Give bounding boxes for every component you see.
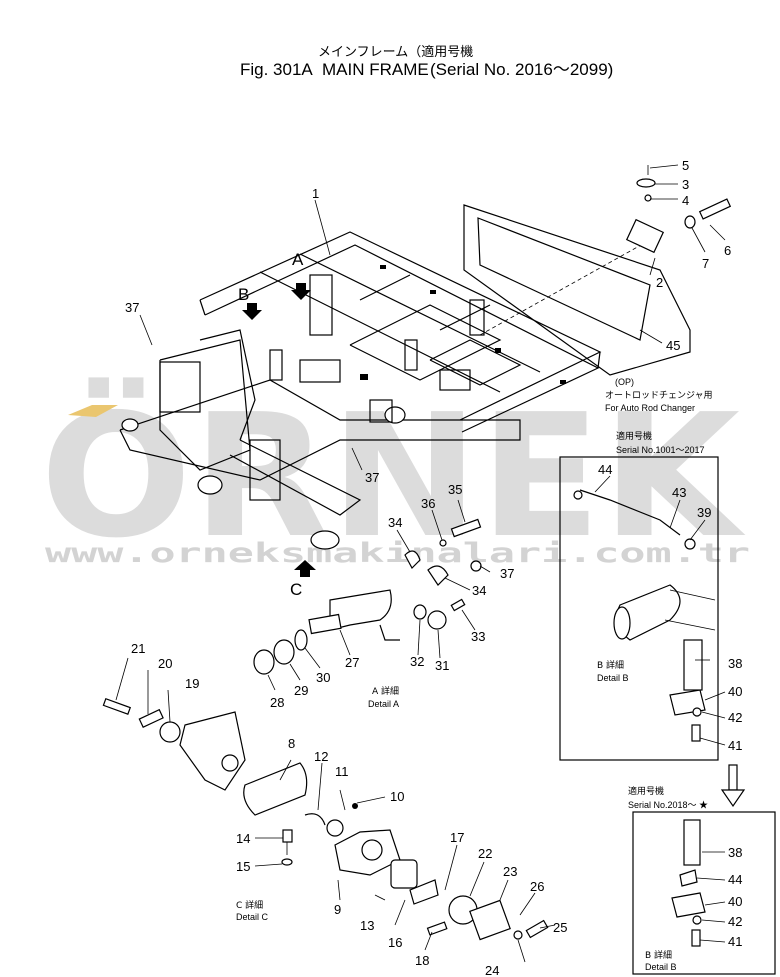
detail-b-jp-new: B 詳細: [645, 949, 672, 961]
watermark-arrow-icon: [68, 405, 118, 417]
detail-b-new-serial-box: 適用号機 Serial No.2018～ ★ B 詳細 Detail B: [628, 764, 776, 975]
detail-a-drawing: A 詳細 Detail A: [253, 518, 482, 709]
part-label-38b: 38: [728, 845, 742, 860]
part-label-14: 14: [236, 831, 250, 846]
note-serial-new-en: Serial No.2018～ ★: [628, 800, 708, 810]
part-label-18: 18: [415, 953, 429, 968]
view-arrow-a-icon: [291, 283, 311, 300]
part-label-34b: 34: [472, 583, 486, 598]
view-marker-c: C: [290, 580, 302, 599]
view-markers: A B C: [238, 250, 316, 599]
rod-changer-bar: (OP) オートロッドチェンジャ用 For Auto Rod Changer: [463, 165, 732, 413]
part-label-3: 3: [682, 177, 689, 192]
part-label-5: 5: [682, 158, 689, 173]
part-label-1: 1: [312, 186, 319, 201]
part-label-42b: 42: [728, 914, 742, 929]
part-label-4: 4: [682, 193, 689, 208]
title-serial: (Serial No. 2016～2099): [430, 60, 613, 79]
part-label-45: 45: [666, 338, 680, 353]
leader-lines: [115, 164, 726, 963]
part-label-24: 24: [485, 963, 499, 977]
detail-c-en: Detail C: [236, 912, 269, 922]
part-label-42a: 42: [728, 710, 742, 725]
part-label-16: 16: [388, 935, 402, 950]
part-label-15: 15: [236, 859, 250, 874]
part-label-44a: 44: [598, 462, 612, 477]
part-label-6: 6: [724, 243, 731, 258]
watermark-url: www.orneksmakinalari.com.tr: [45, 538, 750, 569]
part-label-19: 19: [185, 676, 199, 691]
part-label-30: 30: [316, 670, 330, 685]
view-arrow-c-icon: [294, 560, 316, 577]
part-label-35: 35: [448, 482, 462, 497]
detail-a-jp: A 詳細: [372, 685, 399, 697]
part-label-13: 13: [360, 918, 374, 933]
part-label-32: 32: [410, 654, 424, 669]
detail-b-en-new: Detail B: [645, 962, 677, 972]
note-serial-old-jp: 適用号機: [616, 430, 652, 442]
title-fig: Fig. 301A: [240, 60, 313, 79]
part-number-labels: 1 2 3 4 5 6 7 8 9 10 11 12 13 14 15 16 1…: [125, 158, 742, 977]
part-label-40b: 40: [728, 894, 742, 909]
part-label-8: 8: [288, 736, 295, 751]
note-op-en: For Auto Rod Changer: [605, 403, 695, 413]
part-label-37c: 37: [500, 566, 514, 581]
part-label-40a: 40: [728, 684, 742, 699]
detail-b-jp-old: B 詳細: [597, 659, 624, 671]
diagram-title: メインフレーム（適用号機 Fig. 301A MAIN FRAME (Seria…: [240, 44, 613, 79]
part-label-23: 23: [503, 864, 517, 879]
title-name: MAIN FRAME: [322, 60, 429, 79]
part-label-21: 21: [131, 641, 145, 656]
part-label-20: 20: [158, 656, 172, 671]
detail-c-drawing: C 詳細 Detail C: [102, 697, 549, 941]
part-label-39: 39: [697, 505, 711, 520]
part-label-22: 22: [478, 846, 492, 861]
part-label-26: 26: [530, 879, 544, 894]
part-label-41b: 41: [728, 934, 742, 949]
part-label-2: 2: [656, 275, 663, 290]
part-label-44b: 44: [728, 872, 742, 887]
part-label-27: 27: [345, 655, 359, 670]
note-op: (OP): [615, 377, 634, 387]
note-serial-new-jp: 適用号機: [628, 785, 664, 797]
view-marker-a: A: [292, 250, 304, 269]
part-label-43: 43: [672, 485, 686, 500]
detail-c-jp: C 詳細: [236, 899, 263, 911]
view-marker-b: B: [238, 285, 249, 304]
part-label-28: 28: [270, 695, 284, 710]
title-jp: メインフレーム（適用号機: [318, 44, 473, 60]
note-serial-old-en: Serial No.1001～2017: [616, 445, 705, 455]
part-label-29: 29: [294, 683, 308, 698]
part-label-36: 36: [421, 496, 435, 511]
part-label-10: 10: [390, 789, 404, 804]
detail-b-en-old: Detail B: [597, 673, 629, 683]
part-label-25: 25: [553, 920, 567, 935]
view-arrow-b-icon: [242, 303, 262, 320]
detail-b-old-serial-box: 適用号機 Serial No.1001～2017 B 詳細 Detail B: [559, 430, 719, 761]
part-label-12: 12: [314, 749, 328, 764]
part-label-33: 33: [471, 629, 485, 644]
part-label-9: 9: [334, 902, 341, 917]
part-label-38a: 38: [728, 656, 742, 671]
part-label-41a: 41: [728, 738, 742, 753]
part-label-37a: 37: [125, 300, 139, 315]
part-label-11: 11: [335, 764, 349, 779]
part-label-7: 7: [702, 256, 709, 271]
part-label-17: 17: [450, 830, 464, 845]
part-label-37b: 37: [365, 470, 379, 485]
part-label-34a: 34: [388, 515, 402, 530]
note-op-jp: オートロッドチェンジャ用: [605, 390, 713, 401]
part-label-31: 31: [435, 658, 449, 673]
detail-arrow-icon: [720, 789, 746, 808]
detail-a-en: Detail A: [368, 699, 399, 709]
